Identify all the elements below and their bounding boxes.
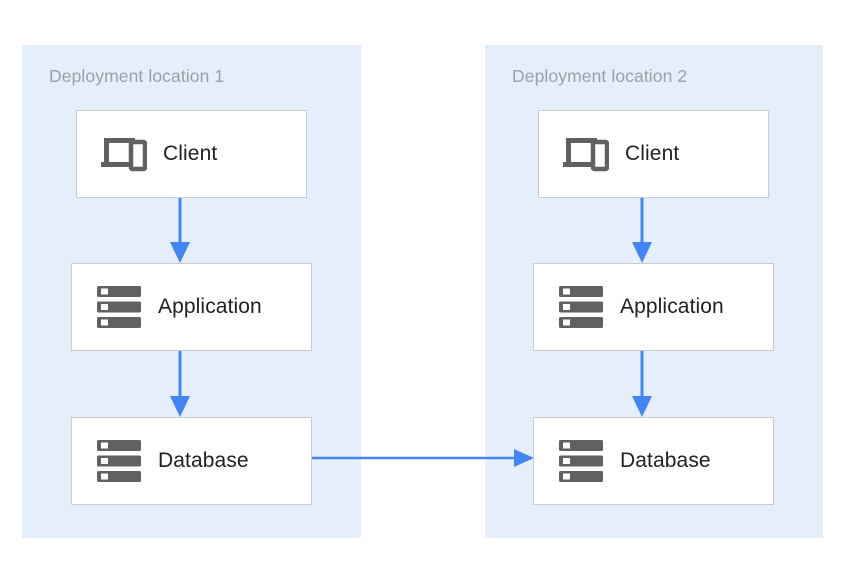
server-stack-icon bbox=[92, 283, 146, 331]
server-stack-icon bbox=[554, 283, 608, 331]
node-client-2-label: Client bbox=[625, 142, 680, 165]
server-stack-icon bbox=[554, 437, 608, 485]
node-application-2-label: Application bbox=[620, 295, 724, 318]
connector-application-2-to-database-2 bbox=[632, 350, 652, 417]
node-database-1-label: Database bbox=[158, 449, 249, 472]
client-devices-icon bbox=[559, 130, 613, 178]
zone-1-label: Deployment location 1 bbox=[49, 66, 225, 86]
node-client-1[interactable]: Client bbox=[76, 110, 307, 198]
server-stack-icon bbox=[92, 437, 146, 485]
node-database-2[interactable]: Database bbox=[533, 417, 774, 505]
zone-2-label: Deployment location 2 bbox=[512, 66, 688, 86]
node-database-2-label: Database bbox=[620, 449, 711, 472]
client-devices-icon bbox=[97, 130, 151, 178]
connector-client-1-to-application-1 bbox=[170, 196, 190, 263]
connector-client-2-to-application-2 bbox=[632, 196, 652, 263]
node-application-2[interactable]: Application bbox=[533, 263, 774, 351]
node-application-1[interactable]: Application bbox=[71, 263, 312, 351]
connector-application-1-to-database-1 bbox=[170, 350, 190, 417]
node-database-1[interactable]: Database bbox=[71, 417, 312, 505]
node-client-2[interactable]: Client bbox=[538, 110, 769, 198]
node-application-1-label: Application bbox=[158, 295, 262, 318]
connector-database-1-to-database-2 bbox=[311, 449, 534, 467]
node-client-1-label: Client bbox=[163, 142, 218, 165]
